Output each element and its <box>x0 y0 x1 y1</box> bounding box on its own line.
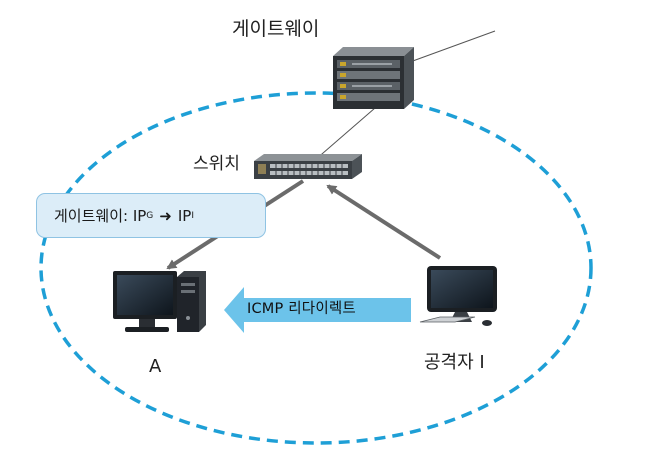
icmp-redirect-label: ICMP 리다이렉트 <box>247 301 356 317</box>
attacker-to-switch-arrow <box>326 184 442 260</box>
icmp-redirect-arrow <box>224 287 411 333</box>
attacker-label: 공격자 I <box>424 352 485 373</box>
network-switch-icon <box>254 154 362 179</box>
gateway-label: 게이트웨이 <box>232 18 320 40</box>
switch-label: 스위치 <box>193 154 240 174</box>
router-chassis-icon <box>333 47 414 109</box>
uplink-line <box>409 30 496 63</box>
callout-to-main: IP <box>177 206 192 225</box>
gateway-switch-link <box>314 107 376 161</box>
callout-prefix: 게이트웨이: IP <box>54 207 147 225</box>
right-arrow-icon: ➜ <box>159 206 172 225</box>
all-in-one-computer-icon <box>419 266 497 326</box>
callout-to-sub: I <box>191 210 194 221</box>
callout-from-sub: G <box>146 210 154 221</box>
desktop-computer-icon <box>113 271 206 332</box>
network-boundary <box>39 91 593 445</box>
host-a-label: A <box>149 356 162 377</box>
